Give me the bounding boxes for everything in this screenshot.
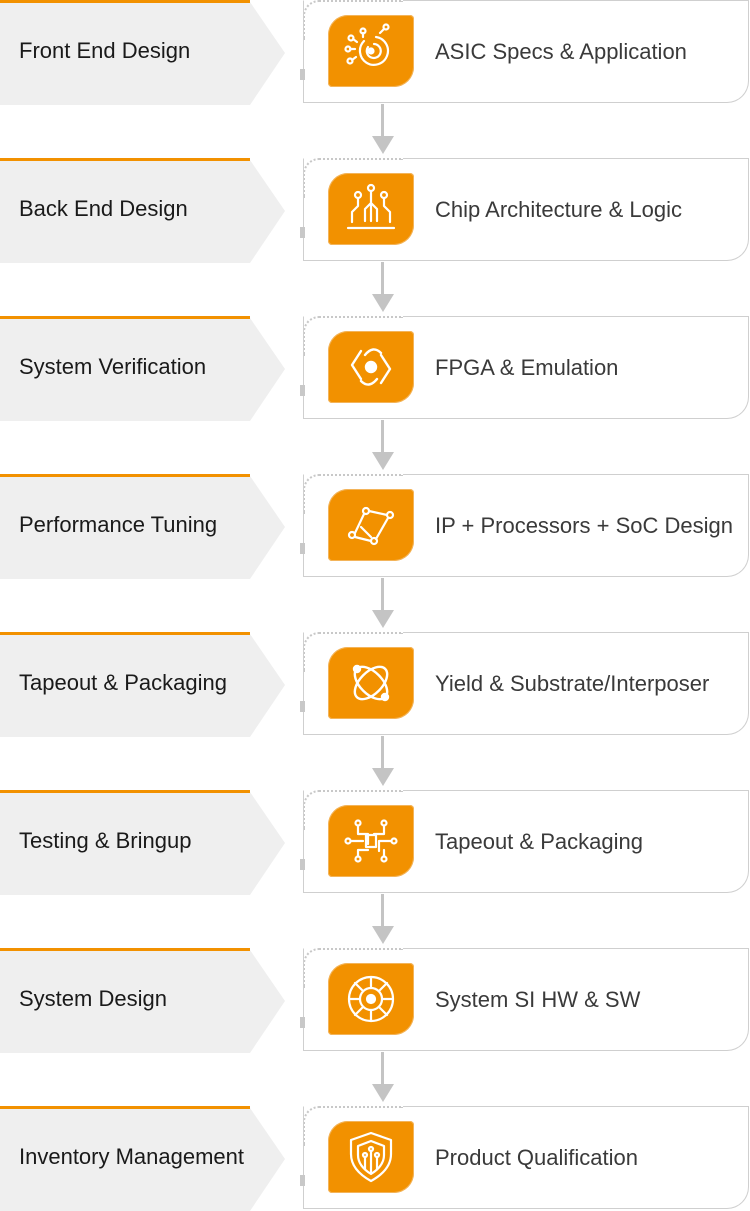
stage-tab-background [0,476,285,579]
stage-tab-background [0,950,285,1053]
process-step: Tapeout & Packaging Yield & Substrate/In… [0,632,750,737]
stage-tab-accent-line [0,632,250,635]
stage-tab-accent-line [0,158,250,161]
card-connector-tab [300,1175,305,1186]
detail-label: Chip Architecture & Logic [435,197,683,222]
card-connector-tab [300,385,305,396]
card-connector-tab [300,69,305,80]
stage-tab-background [0,318,285,421]
stage-label: Performance Tuning [19,512,218,537]
process-step: System Verification FPGA & Emulation [0,316,750,421]
stage-tab-background [0,634,285,737]
detail-label: IP + Processors + SoC Design [435,513,733,538]
stage-label: System Verification [19,354,207,379]
detail-label: ASIC Specs & Application [435,39,687,64]
stage-tab[interactable]: System Design [0,948,285,1053]
stage-tab[interactable]: Front End Design [0,0,285,105]
flow-arrow-down-icon [372,736,394,786]
flow-arrow-down-icon [372,578,394,628]
stage-tab-background [0,1108,285,1211]
flow-arrow-down-icon [372,894,394,944]
detail-card[interactable] [303,474,749,577]
detail-card[interactable] [303,0,749,103]
card-connector-tab [300,1017,305,1028]
card-connector-tab [300,859,305,870]
process-step: Performance Tuning IP + Processors + SoC… [0,474,750,579]
flow-arrow-down-icon [372,1052,394,1102]
process-step: Front End Design ASIC Specs & Applicatio… [0,0,750,105]
process-step: Back End Design Chip Architecture & Logi… [0,158,750,263]
detail-card[interactable] [303,948,749,1051]
card-top-border [403,948,749,949]
stage-tab[interactable]: Back End Design [0,158,285,263]
card-top-border [403,0,749,1]
detail-label: Product Qualification [435,1145,638,1170]
detail-label: FPGA & Emulation [435,355,619,380]
stage-label: Testing & Bringup [19,828,192,853]
stage-label: Front End Design [19,38,191,63]
card-top-border [403,632,749,633]
stage-label: System Design [19,986,167,1011]
card-connector-tab [300,701,305,712]
flow-arrow-down-icon [372,104,394,154]
card-connector-tab [300,227,305,238]
stage-tab-background [0,2,285,105]
detail-card[interactable] [303,316,749,419]
circuit-sun-icon [328,15,414,87]
stage-tab-accent-line [0,474,250,477]
circuit-tree-icon [328,173,414,245]
stage-tab-accent-line [0,948,250,951]
stage-tab[interactable]: Testing & Bringup [0,790,285,895]
shield-icon [328,1121,414,1193]
stage-tab-accent-line [0,316,250,319]
stage-tab-accent-line [0,0,250,3]
circuit-board-icon [328,805,414,877]
detail-card[interactable] [303,1106,749,1209]
card-connector-tab [300,543,305,554]
card-top-border [403,316,749,317]
stage-tab-background [0,792,285,895]
card-top-border [403,474,749,475]
stage-tab[interactable]: Performance Tuning [0,474,285,579]
flow-arrow-down-icon [372,262,394,312]
trace-path-icon [328,489,414,561]
flow-arrow-down-icon [372,420,394,470]
detail-card[interactable] [303,158,749,261]
stage-tab-background [0,160,285,263]
process-step: System Design System SI HW & SW [0,948,750,1053]
stage-tab-accent-line [0,790,250,793]
card-top-border [403,158,749,159]
process-step: Inventory Management Product Qualificati… [0,1106,750,1211]
stage-tab[interactable]: System Verification [0,316,285,421]
stage-label: Back End Design [19,196,188,221]
stage-label: Tapeout & Packaging [19,670,227,695]
detail-label: Yield & Substrate/Interposer [435,671,710,696]
card-top-border [403,790,749,791]
detail-label: System SI HW & SW [435,987,641,1012]
detail-label: Tapeout & Packaging [435,829,643,854]
orbit-icon [328,647,414,719]
card-top-border [403,1106,749,1107]
stage-label: Inventory Management [19,1144,245,1169]
cycle-arrows-icon [328,331,414,403]
detail-card[interactable] [303,790,749,893]
detail-card[interactable] [303,632,749,735]
chip-wheel-icon [328,963,414,1035]
process-step: Testing & Bringup Tapeout & Packaging [0,790,750,895]
stage-tab-accent-line [0,1106,250,1109]
stage-tab[interactable]: Inventory Management [0,1106,285,1211]
stage-tab[interactable]: Tapeout & Packaging [0,632,285,737]
